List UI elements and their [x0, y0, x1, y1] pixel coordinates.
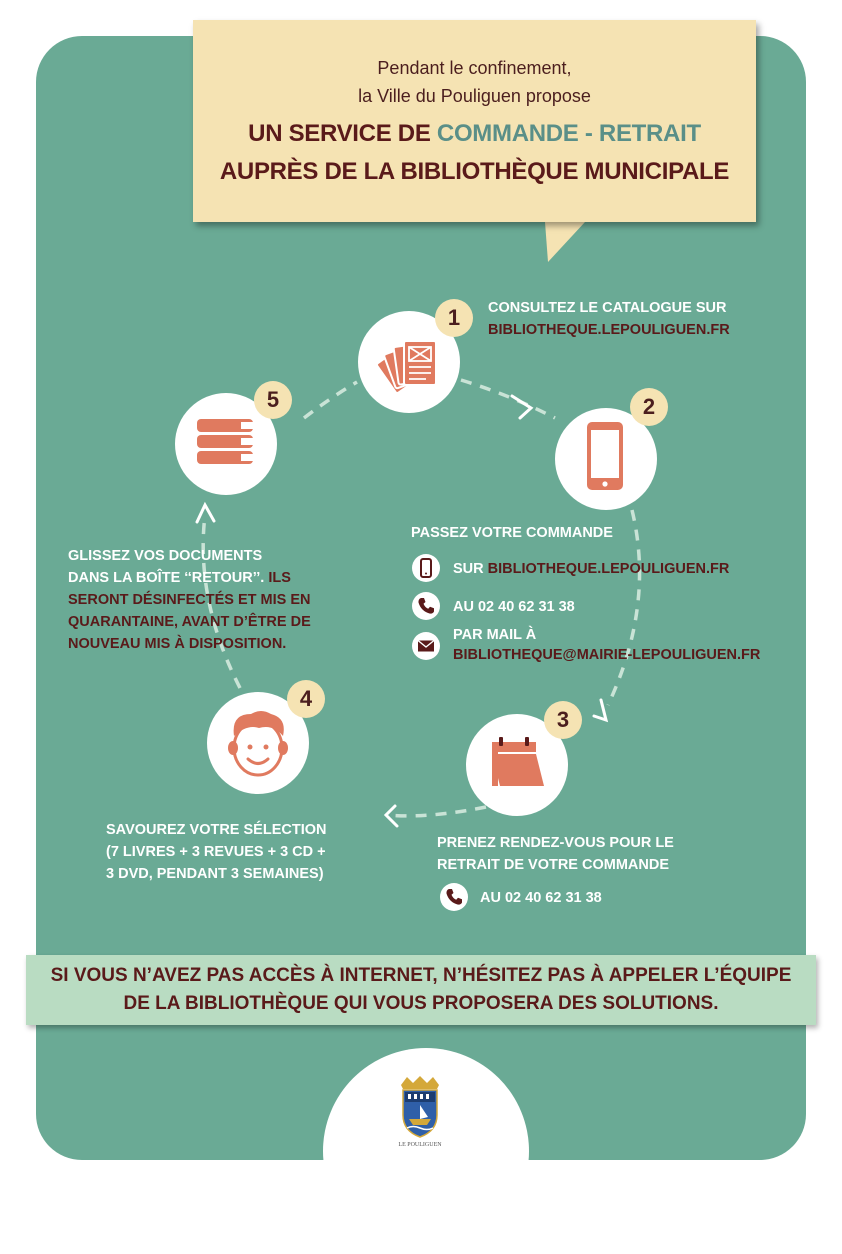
contact-mobile-icon	[412, 554, 440, 582]
step-5-line-2: DANS LA BOÎTE ‘‘RETOUR’’. ILS	[68, 567, 311, 589]
step-2-mail-label: PAR MAIL À	[453, 627, 537, 643]
step-5-circle	[175, 393, 277, 495]
step-2-phone[interactable]: AU 02 40 62 31 38	[453, 599, 575, 615]
step-1-line-1: CONSULTEZ LE CATALOGUE SUR	[488, 300, 727, 316]
arrow-3-4	[383, 804, 399, 828]
step-1-text: CONSULTEZ LE CATALOGUE SUR BIBLIOTHEQUE.…	[488, 297, 730, 341]
step-5-line-2-a: DANS LA BOÎTE ‘‘RETOUR’’.	[68, 570, 265, 586]
step-3-number: 3	[544, 701, 582, 739]
step-3-line-1: PRENEZ RENDEZ-VOUS POUR LE	[437, 835, 674, 851]
step-4-text: SAVOUREZ VOTRE SÉLECTION (7 LIVRES + 3 R…	[106, 819, 326, 885]
step-2-web-prefix: SUR	[453, 561, 488, 577]
arrow-2-3	[592, 698, 609, 723]
step-5-line-4: QUARANTAINE, AVANT D’ÊTRE DE	[68, 614, 311, 630]
banner-line-1: SI VOUS N’AVEZ PAS ACCÈS À INTERNET, N’H…	[50, 965, 792, 986]
headline-line-1: UN SERVICE DE COMMANDE - RETRAIT	[193, 120, 756, 148]
catalog-cards-icon	[375, 340, 437, 394]
banner-line-2: DE LA BIBLIOTHÈQUE QUI VOUS PROPOSERA DE…	[123, 993, 719, 1014]
step-5-line-3: SERONT DÉSINFECTÉS ET MIS EN	[68, 592, 311, 608]
contact-mail-icon	[412, 632, 440, 660]
speech-bubble-tail	[545, 222, 585, 262]
step-2-web: SUR BIBLIOTHEQUE.LEPOULIGUEN.FR	[453, 559, 729, 579]
cycle-path	[195, 378, 642, 828]
step-1-number: 1	[435, 299, 473, 337]
step-1-catalog-link[interactable]: BIBLIOTHEQUE.LEPOULIGUEN.FR	[488, 322, 730, 338]
step-1-circle	[358, 311, 460, 413]
headline-part-service: UN SERVICE DE	[248, 120, 437, 147]
step-2-title: PASSEZ VOTRE COMMANDE	[411, 525, 613, 541]
step-3-line-2: RETRAIT DE VOTRE COMMANDE	[437, 857, 669, 873]
headline-part-commande-retrait: COMMANDE - RETRAIT	[436, 120, 701, 147]
step-5-line-1: GLISSEZ VOS DOCUMENTS	[68, 548, 263, 564]
contact-phone-icon	[412, 592, 440, 620]
step-3-phone-icon	[440, 883, 468, 911]
smartphone-icon	[587, 422, 623, 490]
step-3-text: PRENEZ RENDEZ-VOUS POUR LE RETRAIT DE VO…	[437, 832, 674, 876]
step-4-line-1: SAVOUREZ VOTRE SÉLECTION	[106, 822, 327, 838]
step-2-number: 2	[630, 388, 668, 426]
arrow-4-5	[195, 501, 216, 524]
intro-line-1: Pendant le confinement,	[377, 58, 572, 78]
logo-caption: LE POULIGUEN	[398, 1142, 442, 1148]
book-stack-icon	[197, 419, 253, 464]
town-crest-logo	[401, 1076, 439, 1138]
arrow-1-2	[510, 394, 534, 420]
step-5-text: GLISSEZ VOS DOCUMENTS DANS LA BOÎTE ‘‘RE…	[68, 545, 311, 655]
step-5-number: 5	[254, 381, 292, 419]
calendar-icon	[492, 737, 544, 786]
step-4-line-3: 3 DVD, PENDANT 3 SEMAINES)	[106, 866, 324, 882]
step-5-line-2-b: ILS	[264, 570, 291, 586]
intro-line-2: la Ville du Pouliguen propose	[358, 86, 591, 106]
step-3-phone[interactable]: AU 02 40 62 31 38	[480, 890, 602, 906]
step-2-circle	[555, 408, 657, 510]
step-2-mail: PAR MAIL À BIBLIOTHEQUE@MAIRIE-LEPOULIGU…	[453, 625, 760, 665]
step-2-web-link[interactable]: BIBLIOTHEQUE.LEPOULIGUEN.FR	[487, 561, 730, 577]
step-2-mail-link[interactable]: BIBLIOTHEQUE@MAIRIE-LEPOULIGUEN.FR	[453, 647, 761, 663]
smiling-face-icon	[228, 711, 288, 777]
internet-help-banner: SI VOUS N’AVEZ PAS ACCÈS À INTERNET, N’H…	[26, 955, 816, 1025]
step-4-line-2: (7 LIVRES + 3 REVUES + 3 CD +	[106, 844, 326, 860]
step-4-number: 4	[287, 680, 325, 718]
step-5-line-5: NOUVEAU MIS À DISPOSITION.	[68, 636, 287, 652]
headline-line-2: AUPRÈS DE LA BIBLIOTHÈQUE MUNICIPALE	[219, 158, 730, 185]
header-bubble: Pendant le confinement, la Ville du Poul…	[193, 20, 756, 222]
